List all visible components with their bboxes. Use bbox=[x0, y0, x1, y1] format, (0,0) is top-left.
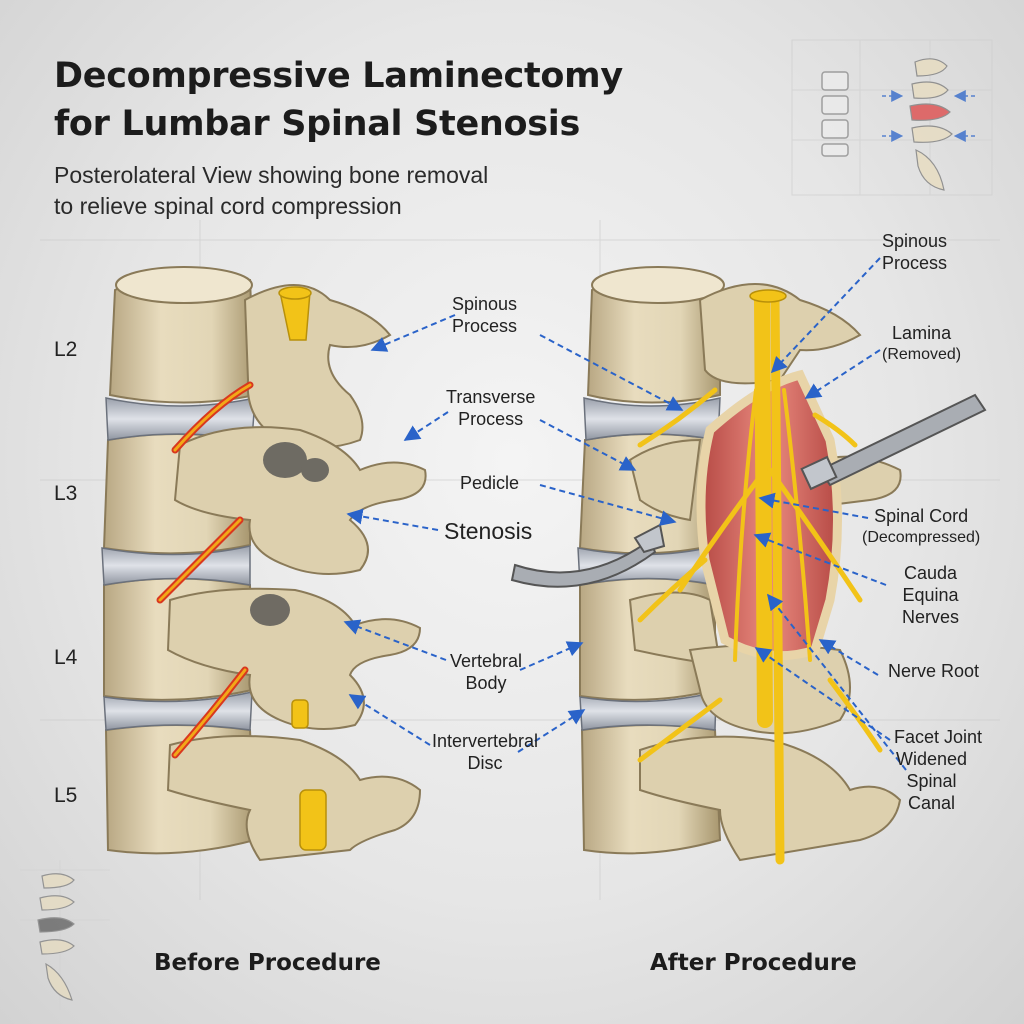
label-text: Spinous bbox=[452, 294, 518, 314]
level-label-l2: L2 bbox=[54, 338, 78, 361]
label-spinous-process-after: Spinous Process bbox=[882, 230, 947, 274]
label-text: Spinous bbox=[882, 231, 948, 251]
label-text: Body bbox=[465, 673, 507, 693]
label-text: Transverse bbox=[446, 387, 536, 407]
label-nerve-root: Nerve Root bbox=[888, 661, 980, 681]
level-label-l4: L4 bbox=[54, 646, 78, 669]
label-text: Canal bbox=[908, 793, 956, 813]
leader-lines bbox=[343, 257, 907, 771]
label-text: Widened bbox=[896, 749, 968, 769]
title-line-1: Decompressive Laminectomy bbox=[54, 56, 623, 96]
label-pedicle: Pedicle bbox=[460, 473, 520, 493]
label-text: Process bbox=[458, 409, 524, 429]
label-cauda-equina: Cauda Equina Nerves bbox=[902, 562, 959, 628]
label-text: Vertebral bbox=[450, 651, 523, 671]
thumbnail-bottom-left bbox=[20, 860, 110, 1010]
label-text: Equina bbox=[902, 585, 959, 605]
page-subtitle: Posterolateral View showing bone removal… bbox=[54, 160, 488, 222]
label-stenosis: Stenosis bbox=[444, 518, 533, 544]
label-text: (Removed) bbox=[882, 346, 962, 363]
surgical-instrument-right bbox=[800, 393, 987, 491]
level-label-l5: L5 bbox=[54, 784, 78, 807]
label-text: Process bbox=[452, 316, 518, 336]
label-text: Intervertebral bbox=[432, 731, 539, 751]
label-text: Spinal bbox=[906, 771, 957, 791]
surgical-instrument-left bbox=[510, 523, 666, 588]
label-text: Disc bbox=[467, 753, 503, 773]
label-vertebral-body: Vertebral Body bbox=[450, 650, 522, 694]
label-text: Process bbox=[882, 253, 948, 273]
nerve-roots-after bbox=[637, 387, 883, 763]
label-text: Cauda bbox=[903, 563, 958, 583]
spine-before bbox=[101, 266, 427, 862]
label-text: (Decompressed) bbox=[862, 529, 981, 546]
label-lamina-removed: Lamina (Removed) bbox=[882, 322, 961, 366]
nerve-roots-before bbox=[156, 381, 254, 759]
label-intervertebral-disc: Intervertebral Disc bbox=[432, 730, 538, 774]
level-label-l3: L3 bbox=[54, 482, 78, 505]
label-widened-spinal-canal: Widened Spinal Canal bbox=[896, 748, 967, 814]
posterior-elements-after bbox=[628, 283, 902, 862]
label-transverse-process: Transverse Process bbox=[446, 386, 535, 430]
stenosis-shadow bbox=[250, 442, 329, 626]
title-line-2: for Lumbar Spinal Stenosis bbox=[54, 104, 581, 144]
label-spinal-cord: Spinal Cord (Decompressed) bbox=[862, 505, 980, 549]
page-title: Decompressive Laminectomy for Lumbar Spi… bbox=[54, 52, 623, 148]
posterior-elements-before bbox=[166, 284, 427, 862]
label-text: Spinal Cord bbox=[874, 506, 969, 526]
label-text: Lamina bbox=[892, 323, 952, 343]
subtitle-line-2: to relieve spinal cord compression bbox=[54, 193, 402, 219]
label-spinous-process-before: Spinous Process bbox=[452, 293, 517, 337]
caption-before-procedure: Before Procedure bbox=[154, 950, 381, 976]
label-facet-joint: Facet Joint bbox=[894, 727, 983, 747]
thumbnail-top-right bbox=[791, 39, 993, 196]
caption-after-procedure: After Procedure bbox=[650, 950, 857, 976]
subtitle-line-1: Posterolateral View showing bone removal bbox=[54, 162, 489, 188]
label-text: Nerves bbox=[902, 607, 960, 627]
spinal-cord-before bbox=[278, 286, 327, 851]
